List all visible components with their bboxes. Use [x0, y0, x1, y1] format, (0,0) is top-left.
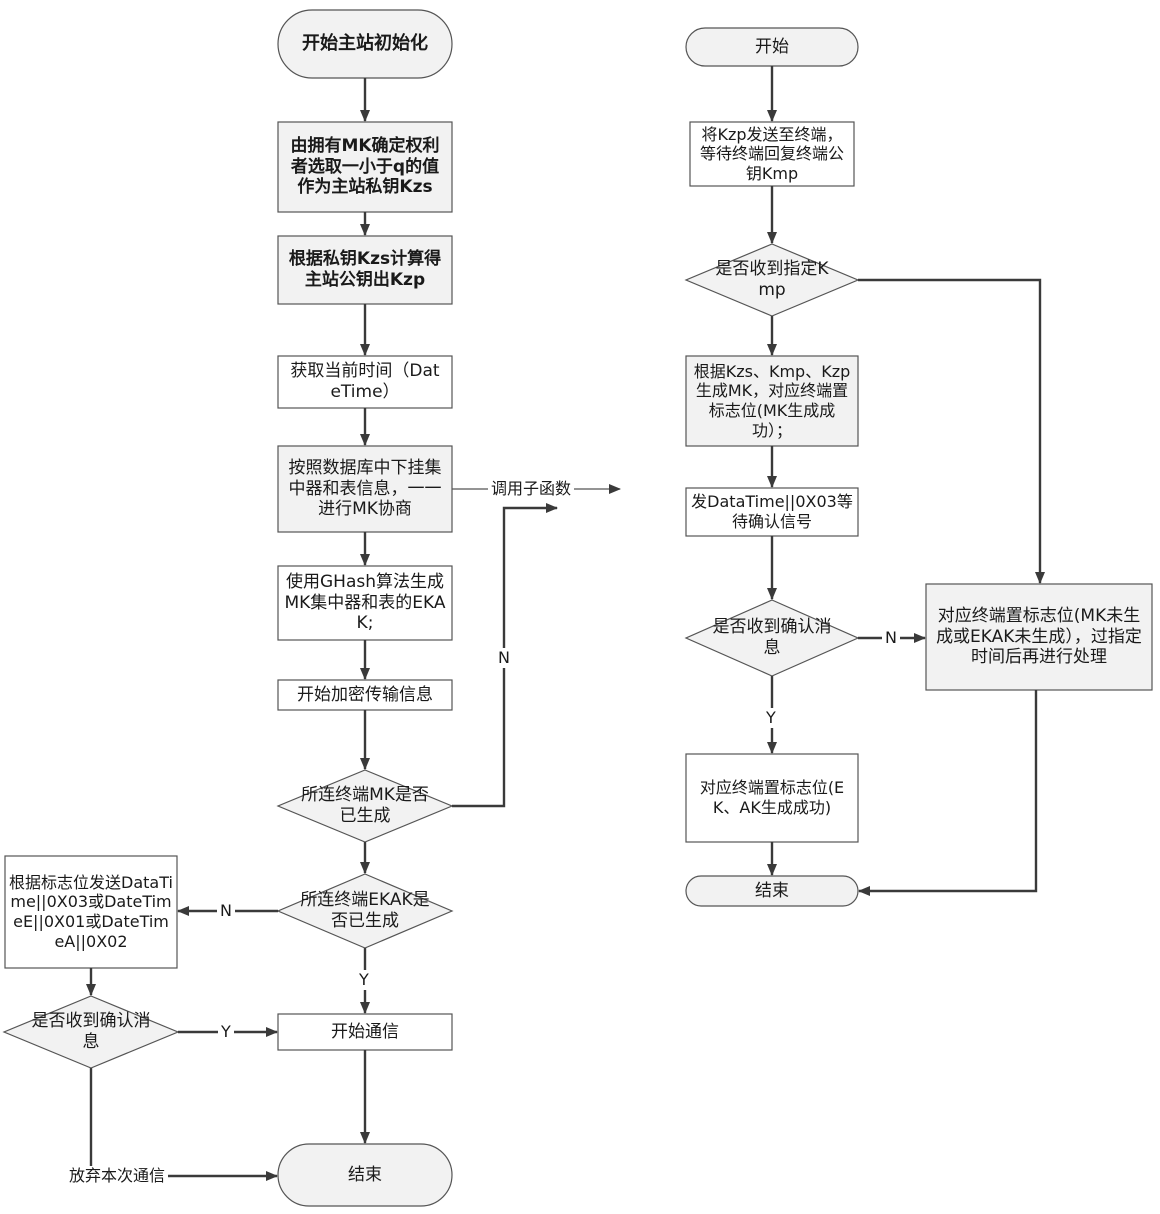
get-time-label: 获取当前时间（DateTime） — [290, 361, 440, 402]
right-confirm-yes-label: Y — [763, 708, 779, 728]
edge-confirm-no — [89, 1068, 278, 1181]
ekak-yes-label: Y — [356, 970, 372, 990]
abandon-label: 放弃本次通信 — [66, 1166, 169, 1186]
edge-fail-end — [858, 690, 1038, 896]
ekak-no-label: N — [217, 901, 235, 921]
right-start-label: 开始 — [755, 36, 789, 57]
right-confirm-label: 是否收到确认消息 — [712, 617, 832, 658]
start-comm-box — [277, 1013, 453, 1051]
ekak-check-label: 所连终端EKAK是否已生成 — [300, 890, 430, 931]
call-sub-label: 调用子函数 — [488, 479, 575, 499]
right-confirm-no-label: N — [882, 628, 900, 648]
set-flag-ok-box — [685, 753, 859, 843]
start-comm-label: 开始通信 — [331, 1021, 399, 1042]
gen-mk-box — [685, 355, 859, 447]
set-flag-ok-label: 对应终端置标志位(EK、AK生成成功) — [699, 778, 845, 817]
left-confirm-label: 是否收到确认消息 — [31, 1011, 151, 1052]
ghash-label: 使用GHash算法生成MK集中器和表的EKAK; — [284, 571, 446, 634]
gen-mk-label: 根据Kzs、Kmp、Kzp生成MK，对应终端置标志位(MK生成成功）； — [693, 361, 851, 440]
negotiate-label: 按照数据库中下挂集中器和表信息，一一进行MK协商 — [288, 457, 442, 520]
set-flag-fail-box — [925, 583, 1153, 691]
select-key-box — [277, 121, 453, 213]
select-key-label: 由拥有MK确定权利者选取一小于q的值作为主站私钥Kzs — [290, 135, 440, 198]
send-kzp-box — [689, 121, 855, 187]
kmp-check-label: 是否收到指定Kmp — [715, 259, 829, 300]
compute-pub-box — [277, 235, 453, 305]
left-start-label: 开始主站初始化 — [302, 33, 428, 55]
left-confirm-yes-label: Y — [218, 1022, 234, 1042]
left-end-label: 结束 — [348, 1164, 382, 1185]
send-kzp-label: 将Kzp发送至终端，等待终端回复终端公钥Kmp — [699, 124, 844, 183]
mk-check-label: 所连终端MK是否已生成 — [301, 785, 429, 826]
send-flag-label: 根据标志位发送DataTime||0X03或DateTimeE||0X01或Da… — [9, 872, 173, 951]
encrypt-label: 开始加密传输信息 — [297, 684, 433, 705]
negotiate-box — [277, 445, 453, 533]
mk-no-label: N — [495, 648, 513, 668]
left-end-terminal — [277, 1143, 453, 1207]
send-dt-label: 发DataTime||0X03等待确认信号 — [691, 492, 853, 531]
set-flag-fail-label: 对应终端置标志位(MK未生成或EKAK未生成），过指定时间后再进行处理 — [936, 605, 1142, 668]
compute-pub-label: 根据私钥Kzs计算得主站公钥出Kzp — [288, 249, 442, 290]
send-dt-box — [685, 487, 859, 537]
edge-kmp-no — [858, 278, 1045, 584]
right-end-label: 结束 — [755, 880, 789, 901]
get-time-box — [277, 355, 453, 409]
